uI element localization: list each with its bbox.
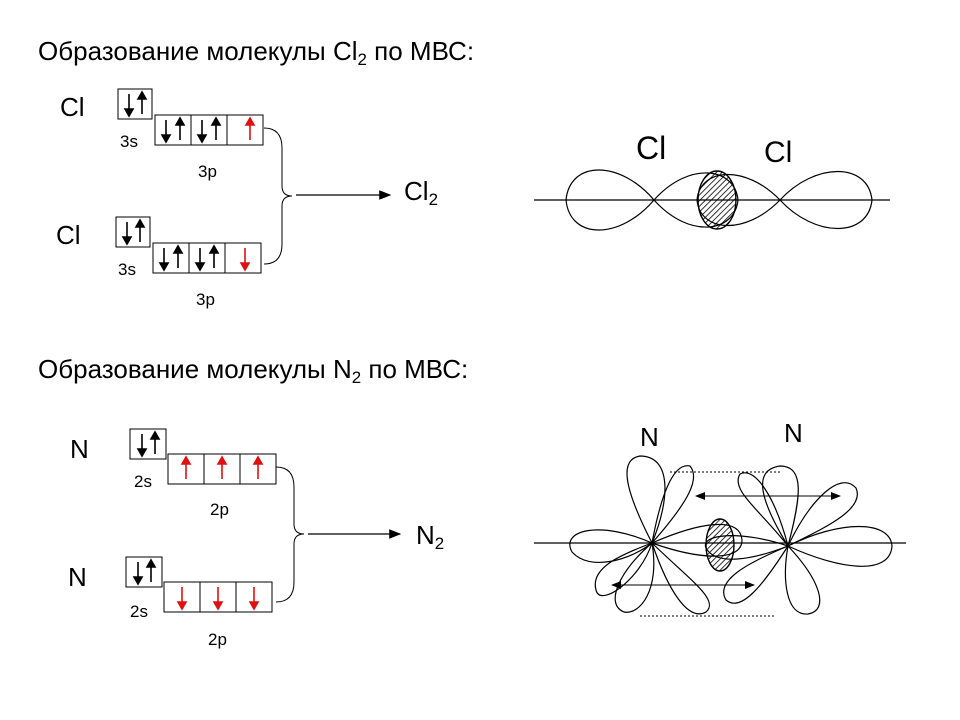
n-overlap-right-label: N bbox=[784, 418, 803, 448]
n2-2p-box-3 bbox=[235, 581, 273, 613]
cl1-3p-box-2 bbox=[190, 114, 228, 146]
n-brace-icon bbox=[275, 466, 305, 603]
n-atom1-label: N bbox=[70, 434, 89, 464]
n-atom2-electrons bbox=[132, 558, 260, 611]
cl1-3s-box bbox=[117, 88, 153, 120]
n-atom2-label: N bbox=[68, 562, 87, 592]
n2-heading: Образование молекулы N2 по МВС: bbox=[38, 354, 468, 388]
cl-atom1-label: Cl bbox=[60, 92, 85, 122]
n2-product-main: N bbox=[416, 520, 435, 550]
n-overlap-drawing bbox=[534, 455, 906, 617]
cl1-3p3-unpaired-up-icon bbox=[244, 116, 256, 140]
cl2-heading-sub: 2 bbox=[357, 50, 367, 70]
n-atom2-s-label: 2s bbox=[130, 602, 148, 621]
n-atom2-orbitals bbox=[125, 556, 273, 613]
cl2-3p-box-1 bbox=[152, 242, 190, 274]
cl-overlap-right-label: Cl bbox=[764, 136, 793, 169]
n-atom1-s-label: 2s bbox=[134, 472, 152, 491]
cl-overlap-drawing bbox=[534, 169, 890, 231]
n2-heading-sub: 2 bbox=[351, 368, 362, 388]
cl2-3p-box-3 bbox=[224, 242, 262, 274]
n2-2p-unpaired-down-icons bbox=[176, 587, 260, 611]
cl2-heading-tail: по МВС: bbox=[366, 36, 475, 66]
cl2-product-sub: 2 bbox=[428, 190, 438, 210]
cl2-3s-paired-icon bbox=[121, 218, 146, 246]
cl2-product-label: Cl2 bbox=[404, 176, 438, 210]
cl1-3p-box-3 bbox=[226, 114, 264, 146]
cl1-3s-paired-icon bbox=[123, 90, 148, 118]
n1-2s-box bbox=[129, 428, 167, 460]
cl2-product-main: Cl bbox=[404, 176, 429, 206]
cl1-3p-box-1 bbox=[154, 114, 192, 146]
n-atom1-p-label: 2p bbox=[210, 500, 229, 519]
n-left-atom-orbitals-icon bbox=[569, 455, 743, 615]
n-atom1-electrons bbox=[136, 430, 264, 479]
n2-2s-box bbox=[125, 556, 163, 588]
cl-atom2-s-label: 3s bbox=[118, 260, 136, 279]
cl-atom1-s-label: 3s bbox=[120, 132, 138, 151]
cl-atom2-p-label: 3p bbox=[196, 290, 215, 309]
n2-heading-tail: по МВС: bbox=[361, 354, 469, 384]
cl2-3p-box-2 bbox=[188, 242, 226, 274]
cl-atom1-p-label: 3p bbox=[198, 162, 217, 181]
cl2-3s-box bbox=[115, 216, 151, 248]
n2-heading-main: Образование молекулы N bbox=[38, 354, 352, 384]
n-sigma-overlap-icon bbox=[705, 518, 735, 572]
cl2-3p3-unpaired-down-icon bbox=[239, 248, 251, 272]
cl-atom1-electrons bbox=[123, 90, 256, 144]
n-atom1-orbitals bbox=[129, 428, 277, 485]
n2-product-label: N2 bbox=[416, 520, 444, 554]
cl1-3p2-paired-icon bbox=[196, 116, 222, 144]
n-atom2-p-label: 2p bbox=[208, 630, 227, 649]
cl-brace-icon bbox=[263, 127, 293, 265]
n1-2p-box-3 bbox=[239, 453, 277, 485]
cl2-heading: Образование молекулы Cl2 по МВС: bbox=[38, 36, 474, 70]
n-overlap-left-label: N bbox=[640, 422, 659, 452]
cl-atom2-orbitals bbox=[115, 216, 262, 274]
cl-overlap-left-label: Cl bbox=[636, 130, 667, 166]
cl-atom1-orbitals bbox=[117, 88, 264, 146]
n2-2s-paired-icon bbox=[132, 558, 157, 586]
cl2-3p2-paired-icon bbox=[194, 244, 220, 272]
cl-atom2-label: Cl bbox=[56, 220, 81, 250]
cl2-heading-main: Образование молекулы Cl bbox=[38, 36, 358, 66]
cl2-3p1-paired-icon bbox=[158, 244, 184, 272]
cl1-3p1-paired-icon bbox=[160, 116, 186, 144]
n1-2s-paired-icon bbox=[136, 430, 161, 458]
cl-overlap-region-icon bbox=[697, 170, 737, 230]
n1-2p-unpaired-up-icons bbox=[180, 455, 264, 479]
n2-product-sub: 2 bbox=[434, 534, 445, 554]
cl-atom2-electrons bbox=[121, 218, 251, 272]
